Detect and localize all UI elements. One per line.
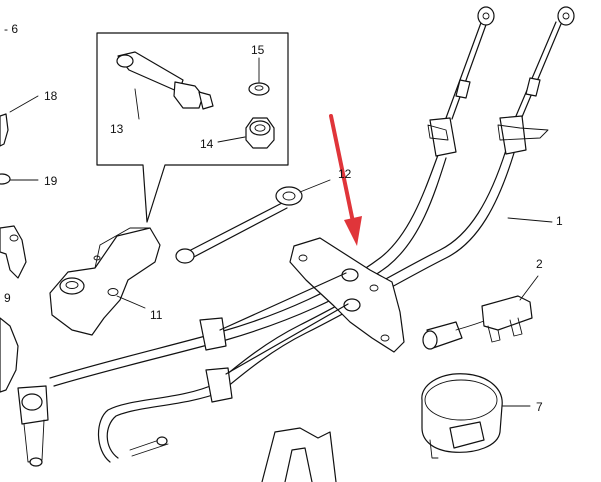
callout-12: 12 xyxy=(338,167,352,181)
part-12-rod xyxy=(175,179,331,264)
callout-19: 19 xyxy=(44,174,58,188)
red-arrow xyxy=(329,114,362,246)
callout-14: 14 xyxy=(200,137,214,151)
callout-11: 11 xyxy=(150,308,163,322)
callout-13: 13 xyxy=(110,122,124,136)
callout-15: 15 xyxy=(251,43,265,57)
callout-2: 2 xyxy=(536,257,543,271)
part-13-bolt xyxy=(116,51,214,120)
part-14-nut xyxy=(217,117,275,149)
mounting-plate xyxy=(219,237,405,375)
part-11-bracket xyxy=(49,227,161,336)
callout-1: 1 xyxy=(556,214,563,228)
bottom-bracket xyxy=(261,427,337,482)
part-15-washer xyxy=(248,57,270,96)
part-2-sensor xyxy=(422,275,539,350)
left-edge-parts xyxy=(0,95,39,393)
callout-labels: - 6 1 2 7 9 11 12 13 14 15 18 19 xyxy=(4,22,563,414)
callout-9: 9 xyxy=(4,291,11,305)
callout-7: 7 xyxy=(536,400,543,414)
part-1-cables xyxy=(17,6,575,467)
callout-18: 18 xyxy=(44,89,58,103)
part-7-cap xyxy=(421,373,531,459)
callout-6: - 6 xyxy=(4,22,18,36)
detail-inset xyxy=(96,32,289,223)
